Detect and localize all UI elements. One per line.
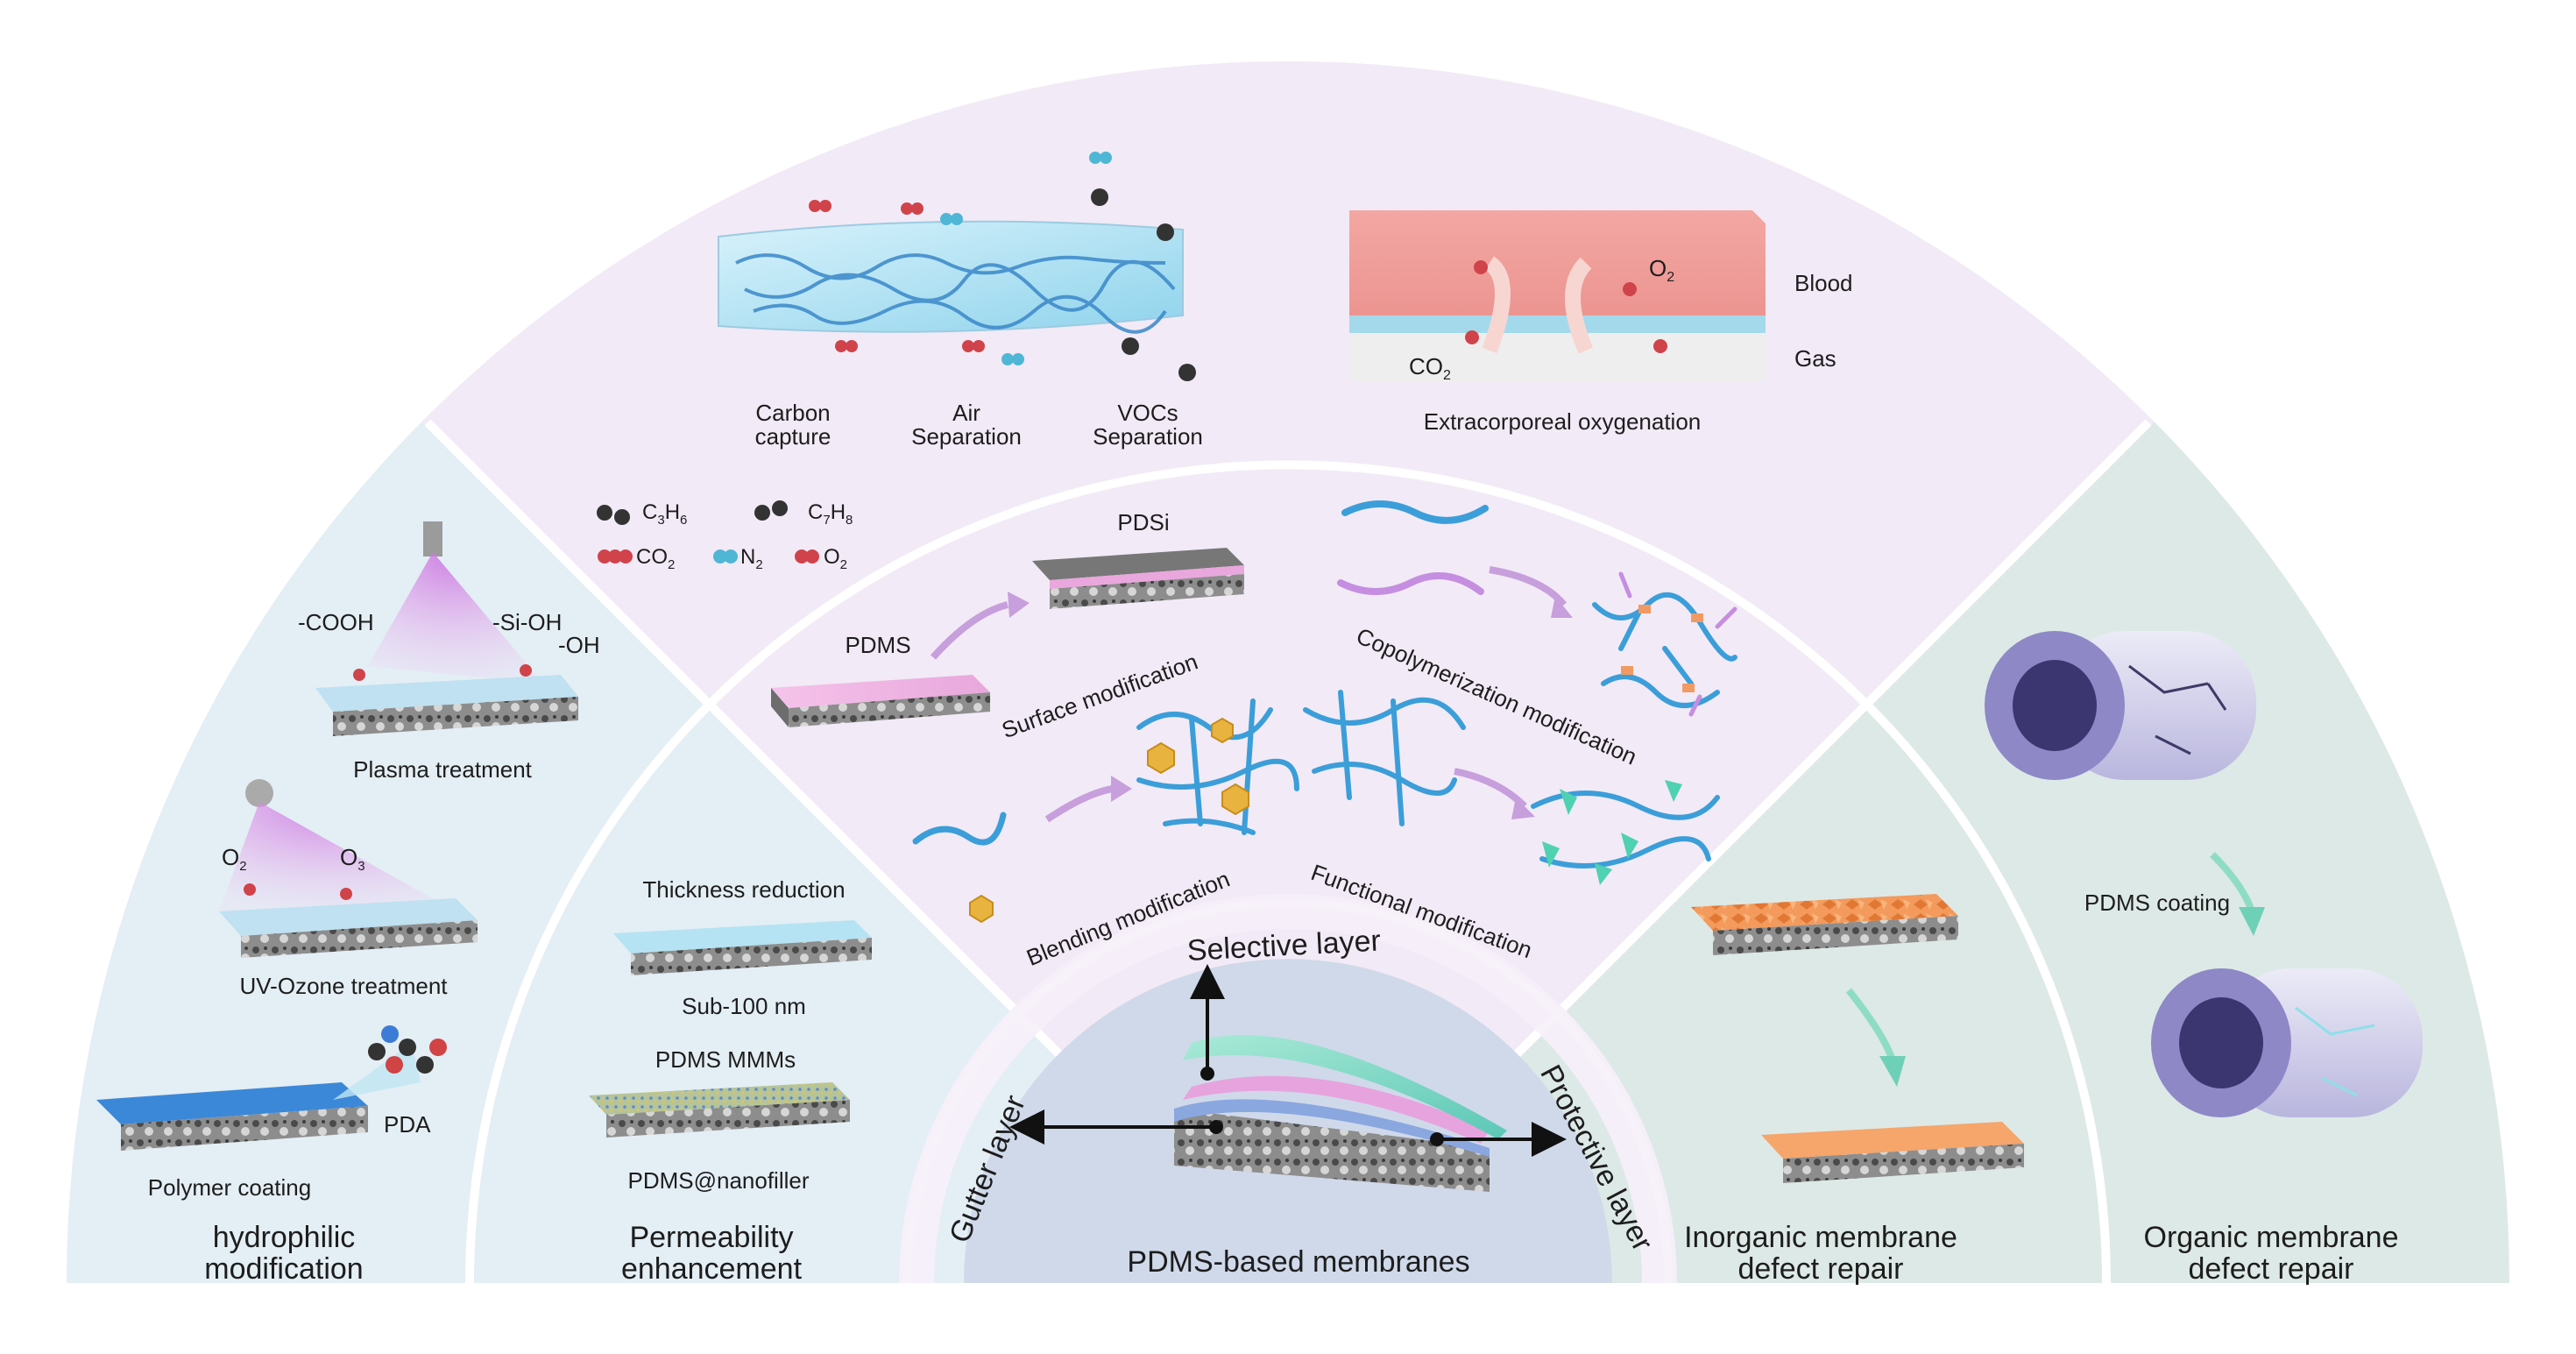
sioh-label: -Si-OH xyxy=(492,609,563,635)
o2-label: O2 xyxy=(1649,255,1675,286)
plasma-label: Plasma treatment xyxy=(353,756,532,783)
cooh-label: -COOH xyxy=(298,609,374,635)
o2-reactant-label: O2 xyxy=(222,844,247,875)
oh-label: -OH xyxy=(558,632,600,658)
pdsi-membrane-sample xyxy=(1032,548,1244,609)
stacked-layers xyxy=(1174,1035,1507,1192)
mmm-membrane xyxy=(589,1082,850,1138)
organic-cylinder-top xyxy=(1985,631,2256,780)
pdms-label: PDMS xyxy=(845,632,911,658)
o3-product-label: O3 xyxy=(340,844,365,875)
pda-molecule xyxy=(368,1025,447,1074)
inorganic-repaired xyxy=(1761,1122,2024,1183)
legend-n2: N2 xyxy=(740,545,763,572)
legend-co2: CO2 xyxy=(636,545,676,572)
gas-label: Gas xyxy=(1794,345,1836,372)
layer-arrows xyxy=(1009,964,1567,1157)
legend-c7h8: C7H8 xyxy=(808,500,853,528)
plasma-device xyxy=(315,521,578,736)
thin-membrane xyxy=(613,920,872,975)
thickness-label: Thickness reduction xyxy=(642,876,846,903)
pdms-coating-label: PDMS coating xyxy=(2084,890,2231,916)
nanofillers xyxy=(969,717,1249,924)
mmms-label: PDMS MMMs xyxy=(655,1046,796,1073)
pdsi-label: PDSi xyxy=(1117,509,1170,535)
organic-cylinder-bottom xyxy=(2151,968,2423,1117)
nanofiller-label: PDMS@nanofiller xyxy=(627,1167,810,1194)
teal-arrows xyxy=(1845,852,2265,1087)
legend-c3h6: C3H6 xyxy=(642,500,688,528)
co2-label: CO2 xyxy=(1409,353,1451,384)
polymer-coating-label: Polymer coating xyxy=(147,1174,312,1201)
legend-o2: O2 xyxy=(824,545,848,572)
blood-label: Blood xyxy=(1794,270,1853,296)
ecmo-label: Extracorporeal oxygenation xyxy=(1423,408,1702,435)
uv-device xyxy=(219,779,478,958)
functional-groups xyxy=(1542,780,1682,885)
center-title: PDMS-based membranes xyxy=(1127,1245,1470,1279)
inorganic-defect xyxy=(1691,894,1958,955)
polymer-strands xyxy=(912,500,1737,868)
center-ring xyxy=(899,894,1677,1284)
sub100-label: Sub-100 nm xyxy=(682,993,806,1019)
layer-arrow-dots xyxy=(1200,1067,1444,1146)
pda-label: PDA xyxy=(384,1111,431,1138)
pdms-membrane-sample xyxy=(771,675,990,727)
gas-molecules xyxy=(244,152,1667,900)
ecmo-block xyxy=(1349,210,1766,381)
gas-separation-membrane xyxy=(718,220,1184,334)
purple-arrow-heads xyxy=(1008,592,1573,819)
crosslinks xyxy=(1621,605,1703,692)
uv-label: UV-Ozone treatment xyxy=(239,973,448,999)
polymer-coating-sample xyxy=(96,1043,421,1151)
center-disc xyxy=(964,959,1612,1283)
